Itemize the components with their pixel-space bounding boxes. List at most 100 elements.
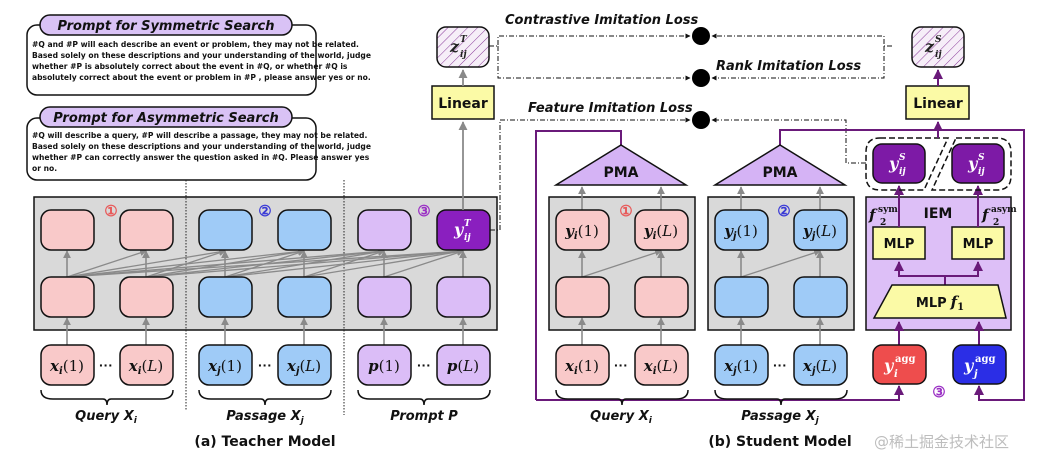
pma-query-label: PMA <box>603 165 638 181</box>
student-contrastive-link <box>711 33 892 47</box>
student-y-agg-i-box: y agg i <box>872 344 927 385</box>
f2-sym-symbol: f <box>868 206 878 224</box>
symmetric-prompt-line: whether #P is absolutely correct about t… <box>32 62 348 71</box>
ys-asym-symbol: y <box>967 154 979 173</box>
symmetric-prompt-title: Prompt for Symmetric Search <box>58 19 275 34</box>
student-passage-brace <box>714 389 848 406</box>
f2-asym-sup: asym <box>991 205 1017 215</box>
student-input-box <box>555 344 610 386</box>
student-marker-3: ③ <box>932 384 945 401</box>
f2-asym-sub: 2 <box>993 218 999 228</box>
teacher-hidden-bottom-box <box>277 276 332 318</box>
student-input-box <box>714 344 769 386</box>
student-pma-query: PMA <box>553 144 689 186</box>
student-z-symbol: z <box>924 37 935 56</box>
teacher-hidden-top-box <box>40 209 95 251</box>
teacher-attention-line <box>224 249 305 278</box>
student-z-ij-box: z S ij <box>911 26 965 68</box>
student-output-box <box>555 209 610 251</box>
teacher-z-sup: T <box>460 35 468 45</box>
teacher-linear-label: Linear <box>438 96 488 112</box>
teacher-contrastive-link <box>489 33 691 47</box>
student-output-label: yj(1) <box>723 222 758 242</box>
teacher-hidden-bottom-box <box>198 276 253 318</box>
student-query-agg-route <box>536 385 904 401</box>
f2-sym-sup: sym <box>878 205 898 215</box>
student-output-box <box>714 209 769 251</box>
mlp-sym-label: MLP <box>884 237 915 252</box>
contrastive-loss-node <box>692 27 710 45</box>
loss-connections: Contrastive Imitation Loss Rank Imitatio… <box>489 13 892 231</box>
rank-loss-node <box>692 69 710 87</box>
asymmetric-prompt-line: Based solely on these descriptions and y… <box>32 142 371 151</box>
yagg-i-sub: i <box>894 369 898 380</box>
asymmetric-prompt-line: #Q will describe a query, #P will descri… <box>32 131 367 140</box>
student-hidden-box <box>555 276 610 318</box>
student-passage-ellipsis: ··· <box>773 357 787 373</box>
rank-loss-label: Rank Imitation Loss <box>716 59 861 74</box>
teacher-feature-link <box>490 117 691 231</box>
student-output-box <box>634 209 689 251</box>
ys-sym-group-outline <box>865 137 950 191</box>
yagg-i-sup: agg <box>895 354 915 365</box>
teacher-input-label: xj(L) <box>286 357 321 377</box>
student-caption: (b) Student Model <box>708 434 851 450</box>
student-input-label: xj(L) <box>802 357 837 377</box>
teacher-marker-2: ② <box>258 203 271 220</box>
f2-asym-symbol: f <box>981 206 991 224</box>
teacher-rank-link <box>497 46 691 81</box>
student-hidden-box <box>714 276 769 318</box>
teacher-prompt-brace <box>357 389 491 406</box>
student-input-label: xj(1) <box>723 357 758 377</box>
teacher-hidden-bottom-box <box>40 276 95 318</box>
student-y-agg-j-box: y agg j <box>952 344 1007 385</box>
teacher-hidden-bottom-box <box>436 276 491 318</box>
student-passage-agg-route <box>779 129 1025 401</box>
f1-to-mlp-asym-arrow <box>945 261 983 277</box>
teacher-hidden-bottom-box <box>119 276 174 318</box>
student-token-boxes: yi(1)yi(L)yj(1)yj(L) <box>555 209 848 318</box>
teacher-y-sub: ij <box>464 233 471 243</box>
teacher-attention-line <box>66 249 147 278</box>
student-input-box <box>793 344 848 386</box>
teacher-vertical-arrows <box>63 250 467 345</box>
teacher-y-ij-box: y T ij <box>436 209 491 251</box>
teacher-input-label: xj(1) <box>207 357 242 377</box>
asymmetric-prompt-title-pill <box>39 106 293 128</box>
symmetric-prompt-line: Based solely on these descriptions and y… <box>32 51 371 60</box>
teacher-attention-line <box>145 249 226 278</box>
teacher-z-sub: ij <box>460 50 467 60</box>
student-query-route <box>535 130 622 400</box>
mlp-f1-trapezoid <box>872 284 1007 319</box>
student-model: PMA PMA yi(1)yi(L)yj(1)yj(L) ① ② IEM f s… <box>535 26 1025 450</box>
teacher-input-label: xi(L) <box>128 357 163 377</box>
teacher-marker-3: ③ <box>417 203 430 220</box>
student-marker-2: ② <box>777 203 790 220</box>
student-feature-link <box>711 117 866 164</box>
student-input-tokens: xi(1)xi(L)xj(1)xj(L)······ <box>555 344 848 386</box>
teacher-input-box <box>436 344 491 386</box>
asymmetric-prompt-line: whether #P can correctly answer the ques… <box>32 153 370 162</box>
student-hidden-box <box>793 276 848 318</box>
student-attention-line <box>581 249 662 278</box>
student-pma-passage: PMA <box>712 144 848 186</box>
student-attention-lines <box>581 249 821 278</box>
student-rank-link <box>711 46 885 81</box>
student-y-sym-box: y S ij <box>872 143 926 184</box>
ys-asym-sup: S <box>978 153 985 163</box>
teacher-input-box <box>40 344 95 386</box>
student-hidden-box <box>634 276 689 318</box>
teacher-caption: (a) Teacher Model <box>194 434 335 450</box>
teacher-hidden-top-box <box>357 209 412 251</box>
ys-asym-sub: ij <box>978 167 985 177</box>
teacher-attention-line <box>383 249 464 278</box>
pma-passage-label: PMA <box>762 165 797 181</box>
teacher-query-label: Query Xi <box>75 409 138 426</box>
yagg-i-symbol: y <box>883 356 895 375</box>
f1-to-mlp-sym-arrow <box>894 261 946 285</box>
contrastive-loss-label: Contrastive Imitation Loss <box>505 13 699 28</box>
teacher-hidden-bottom-box <box>357 276 412 318</box>
teacher-input-tokens: xi(1)xi(L)xj(1)xj(L)p(1)p(L)········· <box>40 344 491 386</box>
